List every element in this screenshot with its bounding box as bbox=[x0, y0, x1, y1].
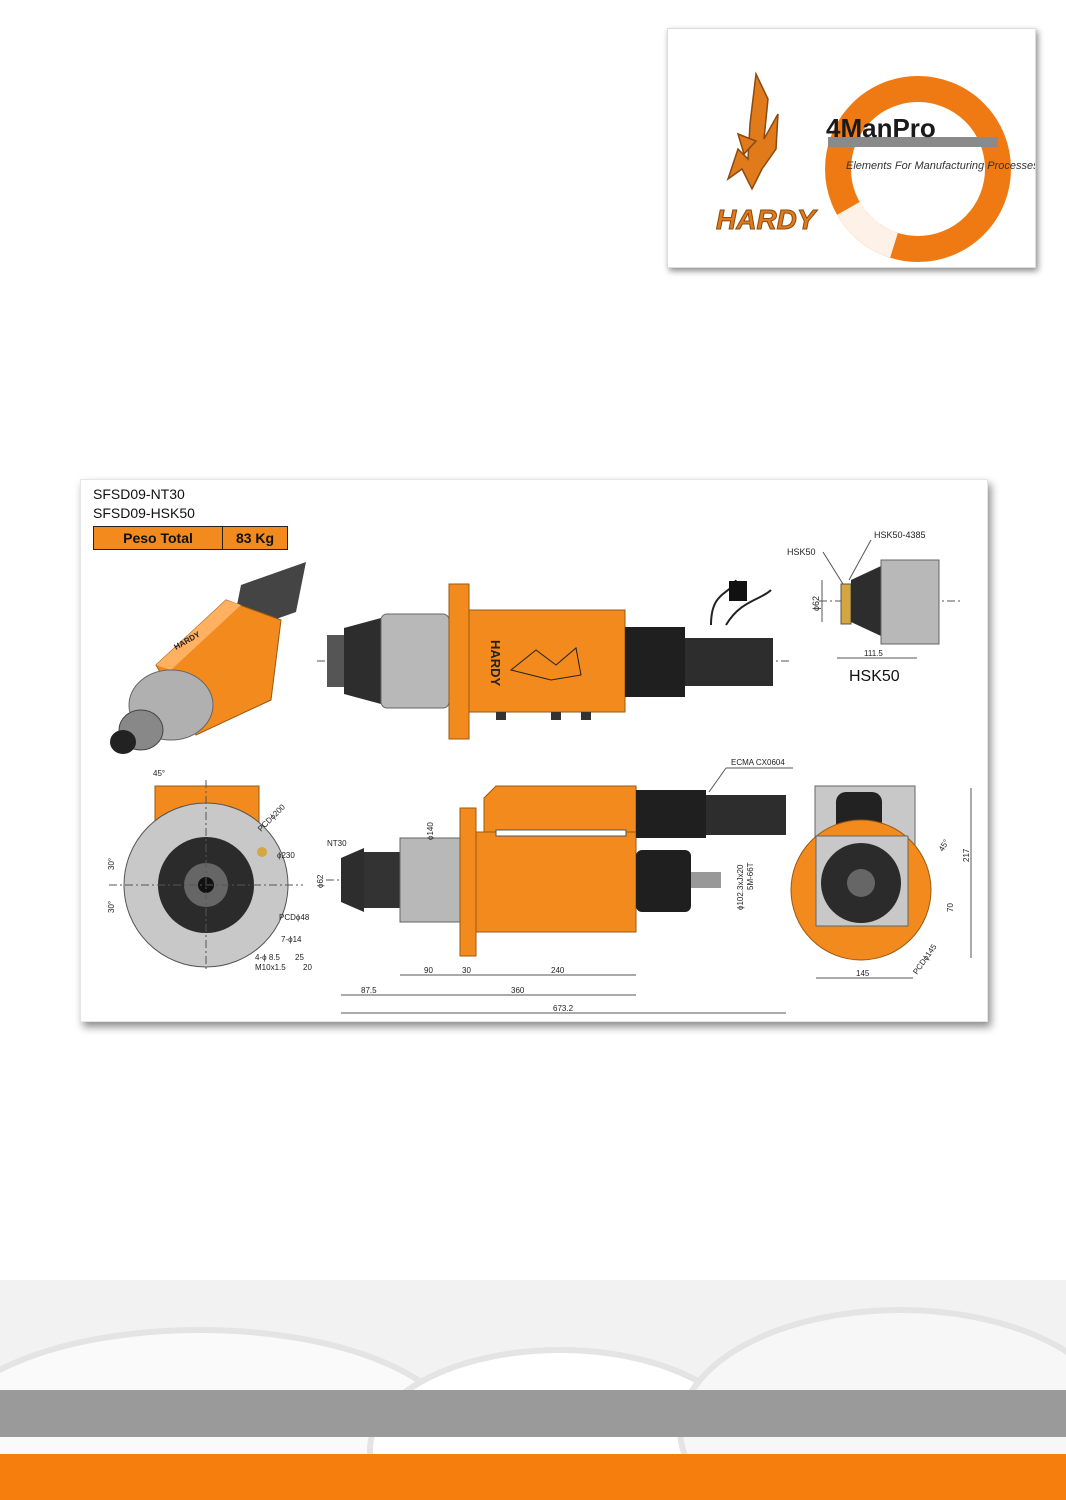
logo-panel: HARDY 4ManPro Elements For Manufacturing… bbox=[667, 28, 1039, 268]
dim-90: 90 bbox=[424, 966, 433, 975]
footer-orange-bar bbox=[0, 1454, 1066, 1500]
hardy-logo-text: HARDY bbox=[716, 204, 818, 235]
label-hsk50-4385: HSK50-4385 bbox=[874, 530, 926, 540]
isometric-render: HARDY bbox=[110, 562, 306, 754]
label-pcd200: PCDϕ200 bbox=[256, 802, 287, 833]
label-hsk50-big: HSK50 bbox=[849, 668, 900, 685]
weight-table: Peso Total 83 Kg bbox=[93, 526, 288, 550]
hardy-emblem-icon bbox=[726, 71, 779, 191]
model-code-hsk50: SFSD09-HSK50 bbox=[93, 505, 195, 521]
dim-240: 240 bbox=[551, 966, 565, 975]
label-nt30: NT30 bbox=[327, 839, 347, 848]
manpro-logo-text: 4ManPro bbox=[826, 113, 936, 143]
dim-360: 360 bbox=[511, 986, 525, 995]
hsk50-detail: ϕ62 HSK50 HSK50-4385 111.5 HSK50 bbox=[787, 530, 961, 685]
label-hsk50: HSK50 bbox=[787, 547, 816, 557]
dim-217: 217 bbox=[962, 848, 971, 862]
label-d230: ϕ230 bbox=[277, 851, 295, 860]
label-holes4-depth: 25 bbox=[295, 953, 304, 962]
angle-45b: 45° bbox=[937, 838, 951, 853]
dim-145: 145 bbox=[856, 969, 870, 978]
dim-87-5: 87.5 bbox=[361, 986, 377, 995]
dim-70: 70 bbox=[946, 903, 955, 912]
drawing-canvas: HARDY HARDY ϕ62 H bbox=[107, 530, 972, 1014]
manpro-tagline: Elements For Manufacturing Processes bbox=[846, 160, 1035, 172]
technical-drawing-sheet: SFSD09-NT30 SFSD09-HSK50 Peso Total 83 K… bbox=[80, 479, 988, 1022]
dim-673-2: 673.2 bbox=[553, 1004, 574, 1013]
logo-graphic: HARDY 4ManPro Elements For Manufacturing… bbox=[716, 71, 1039, 262]
side-view-top: HARDY bbox=[317, 579, 791, 740]
dim-d62-hsk: ϕ62 bbox=[811, 596, 821, 611]
footer-gray-bar bbox=[0, 1390, 1066, 1437]
manpro-ring-icon bbox=[825, 76, 1011, 262]
label-holes7: 7-ϕ14 bbox=[281, 935, 302, 944]
dim-d140: ϕ140 bbox=[426, 822, 435, 840]
angle-30a: 30° bbox=[107, 858, 116, 870]
weight-value: 83 Kg bbox=[235, 530, 275, 546]
dim-d102: ϕ102.3xJx20 bbox=[736, 864, 745, 910]
side-view-bottom: NT30 ECMA CX0604 ϕ140 ϕ62 ϕ102.3xJx20 5M… bbox=[316, 758, 793, 1014]
label-pcd145: PCDϕ145 bbox=[911, 942, 939, 976]
label-pcd48: PCDϕ48 bbox=[279, 913, 310, 922]
dim-d62-side: ϕ62 bbox=[316, 874, 325, 888]
angle-30b: 30° bbox=[107, 901, 116, 913]
angle-45: 45° bbox=[153, 769, 165, 778]
dim-5m-66t: 5M-66T bbox=[746, 862, 755, 890]
body-brand-text: HARDY bbox=[488, 640, 503, 687]
label-holes4: 4-ϕ 8.5 bbox=[255, 953, 280, 962]
dim-30: 30 bbox=[462, 966, 471, 975]
dim-111-5: 111.5 bbox=[864, 649, 883, 658]
model-code-nt30: SFSD09-NT30 bbox=[93, 486, 185, 502]
label-ecma: ECMA CX0604 bbox=[731, 758, 785, 767]
front-view-flange: 45° 30° 30° PCDϕ200 ϕ230 PCDϕ48 7-ϕ14 4-… bbox=[107, 769, 312, 972]
label-thread-depth: 20 bbox=[303, 963, 312, 972]
label-thread: M10x1.5 bbox=[255, 963, 286, 972]
rear-view: 217 70 145 PCDϕ145 45° bbox=[790, 785, 972, 979]
weight-label: Peso Total bbox=[94, 527, 223, 549]
